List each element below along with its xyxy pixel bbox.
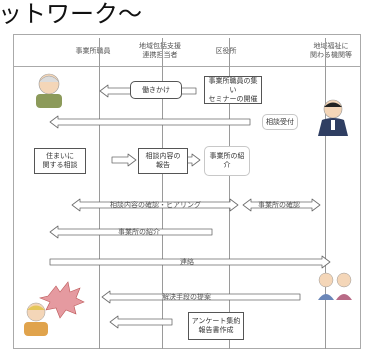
- arrow-consult-to-care: [111, 153, 137, 167]
- arrow-propose-solution: [101, 290, 301, 304]
- label-introduce-office: 事業所の紹介: [118, 228, 160, 236]
- lane-line-ward-office: [229, 38, 230, 349]
- arrow-introduce-office: [49, 225, 213, 239]
- lane-line-welfare-agency: [325, 38, 326, 349]
- arrow-hearing: [71, 198, 239, 212]
- column-header-office-staff: 事業所職員: [75, 46, 111, 55]
- box-staff-seminar: 事業所職員の集い セミナーの開催: [204, 76, 262, 104]
- troubled-person-icon: [24, 302, 48, 336]
- lane-line-care-center: [162, 38, 163, 349]
- label-contact: 連絡: [180, 258, 194, 266]
- box-consult-intake: 相談受付: [262, 114, 298, 130]
- arrow-contact: [49, 255, 331, 269]
- arrow-survey: [109, 315, 173, 329]
- arrow-consult-intake: [49, 115, 251, 129]
- box-consult-report: 相談内容の 報告: [138, 148, 188, 174]
- column-header-care-center: 地域包括支援 連携担当者: [139, 42, 181, 59]
- page-title: ットワーク～: [0, 0, 142, 28]
- column-header-ward-office: 区役所: [215, 46, 237, 55]
- box-outreach: 働きかけ: [130, 81, 182, 99]
- staff-person-icon: [318, 99, 348, 136]
- label-propose-solution: 解決手段の提案: [162, 293, 211, 301]
- elderly-person-icon: [36, 73, 62, 108]
- lane-line-office-staff: [99, 38, 100, 349]
- label-hearing: 相談内容の確認・ヒアリング: [110, 201, 201, 209]
- column-header-welfare-agency: 地域福祉に 関わる機関等: [310, 42, 352, 59]
- box-housing-consult: 住まいに 関する相談: [34, 148, 86, 174]
- box-survey-report: アンケート集約 報告書作成: [188, 312, 244, 340]
- box-office-intro: 事業所の紹介: [204, 146, 250, 176]
- label-office-check: 事業所の確認: [258, 201, 300, 209]
- arrow-office-check: [242, 198, 321, 212]
- alert-burst-shape: [39, 281, 85, 319]
- header-divider: [13, 66, 361, 67]
- two-people-icon: [318, 272, 352, 300]
